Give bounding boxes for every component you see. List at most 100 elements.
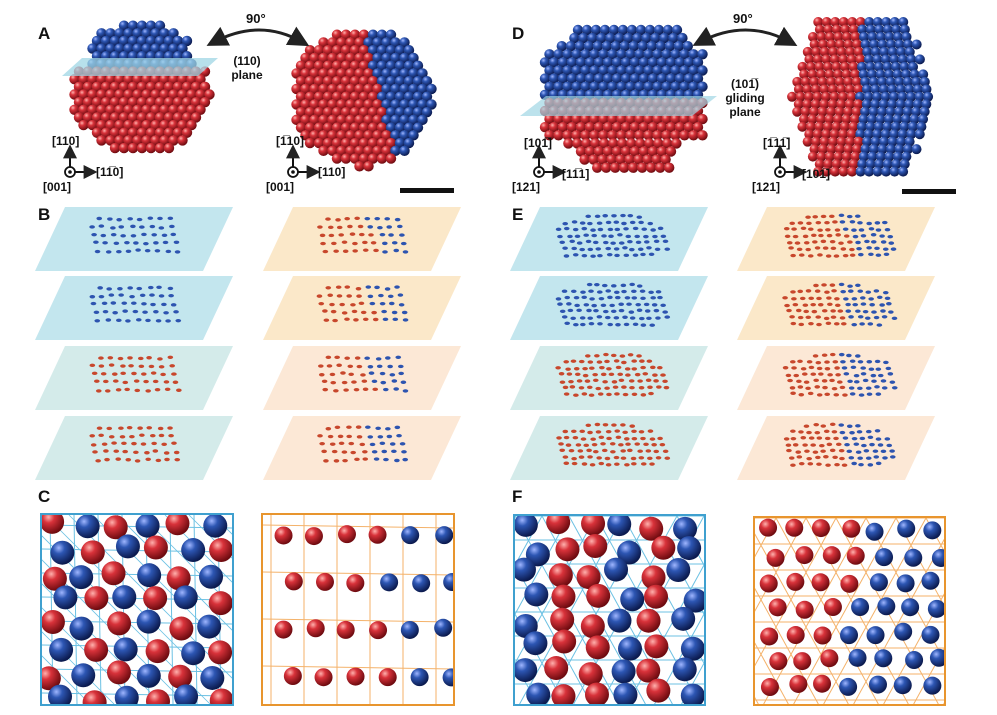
red-atom [833, 69, 844, 80]
red-atom [688, 130, 699, 141]
blue-atom-dot [874, 385, 880, 389]
blue-atom [647, 73, 659, 84]
red-atom [168, 119, 179, 131]
red-atom-dot [812, 354, 819, 358]
red-atom [291, 99, 302, 110]
red-atom-dot [789, 386, 796, 390]
red-atom [322, 122, 334, 133]
axis-dot [778, 170, 782, 174]
red-atom-dot [161, 442, 167, 447]
layer-plane [35, 346, 233, 410]
blue-atom-dot [839, 430, 846, 435]
red-atom-dot [841, 463, 848, 467]
blue-atom-dot [367, 225, 374, 229]
lattice-view-f-right [753, 516, 946, 706]
blue-atom-dot [391, 310, 398, 315]
blue-atom-dot [573, 323, 579, 327]
blue-atom-dot [154, 249, 161, 253]
red-atom-dot [357, 224, 364, 229]
red-atom [141, 89, 152, 100]
blue-atom [863, 91, 874, 102]
blue-atom [566, 57, 578, 68]
blue-atom-dot [863, 449, 870, 453]
red-atom [853, 46, 864, 57]
blue-atom-dot [576, 308, 582, 313]
red-atom-dot [352, 241, 358, 246]
blue-atom [870, 84, 881, 95]
red-atom-dot [119, 435, 126, 439]
red-atom-dot [806, 360, 813, 364]
red-atom [838, 54, 849, 65]
blue-atom [864, 166, 875, 177]
red-atom [831, 159, 842, 170]
red-atom-dot [354, 356, 361, 360]
red-atom [852, 39, 863, 50]
blue-atom-dot [386, 434, 393, 439]
blue-atom-dot [143, 241, 149, 246]
blue-atom-dot [868, 252, 874, 257]
blue-atom-dot [583, 303, 590, 307]
red-atom [830, 17, 841, 27]
panel-label-e: E [512, 205, 524, 224]
red-atom-dot [625, 442, 631, 446]
red-atom [664, 162, 675, 173]
red-atom [331, 45, 343, 56]
blue-atom-dot [648, 290, 654, 294]
red-atom [300, 114, 311, 126]
red-atom-dot [611, 423, 617, 427]
red-atom [163, 96, 175, 108]
blue-atom [921, 99, 932, 110]
blue-atom [557, 73, 569, 84]
red-atom [760, 678, 779, 697]
blue-atom [858, 69, 869, 80]
blue-atom [571, 81, 582, 92]
red-atom-dot [825, 254, 832, 258]
red-atom [358, 29, 370, 40]
blue-atom [584, 57, 596, 68]
red-atom [358, 153, 370, 164]
red-atom-dot [800, 226, 807, 231]
blue-atom [848, 648, 867, 667]
red-atom-dot [361, 379, 368, 383]
blue-atom-dot [617, 233, 623, 237]
blue-atom-dot [89, 225, 95, 229]
red-atom [848, 159, 859, 170]
blue-atom [408, 68, 419, 79]
blue-atom-dot [841, 366, 848, 370]
red-atom [807, 151, 818, 162]
blue-atom [680, 683, 704, 704]
red-atom-dot [317, 225, 323, 229]
blue-atom [634, 81, 645, 92]
blue-atom [679, 81, 690, 92]
blue-atom [96, 43, 107, 54]
red-atom-dot [816, 366, 823, 371]
red-atom [154, 127, 166, 138]
red-atom-dot [637, 379, 643, 383]
blue-atom [118, 20, 130, 31]
blue-atom [893, 31, 904, 42]
blue-atom [907, 121, 918, 132]
rotation-label-d: 90° [733, 11, 753, 26]
blue-atom-dot [885, 366, 892, 371]
blue-atom [898, 166, 909, 177]
red-atom-dot [344, 217, 350, 221]
red-atom-dot [568, 449, 575, 453]
red-atom [845, 136, 856, 147]
blue-atom [882, 24, 893, 35]
red-atom-dot [790, 391, 796, 395]
blue-atom [385, 106, 397, 118]
blue-atom [50, 540, 75, 565]
blue-atom [911, 76, 922, 87]
red-atom-dot [601, 448, 608, 453]
blue-atom-dot [132, 309, 139, 314]
red-atom [843, 76, 854, 87]
red-atom [805, 121, 816, 132]
blue-atom [901, 598, 920, 617]
red-atom-dot [329, 302, 335, 307]
red-atom [372, 114, 383, 126]
red-atom-dot [655, 456, 662, 460]
red-atom [376, 106, 388, 118]
red-atom-dot [582, 366, 588, 371]
plane-index-a: (110) [233, 54, 261, 68]
blue-atom [638, 57, 650, 68]
